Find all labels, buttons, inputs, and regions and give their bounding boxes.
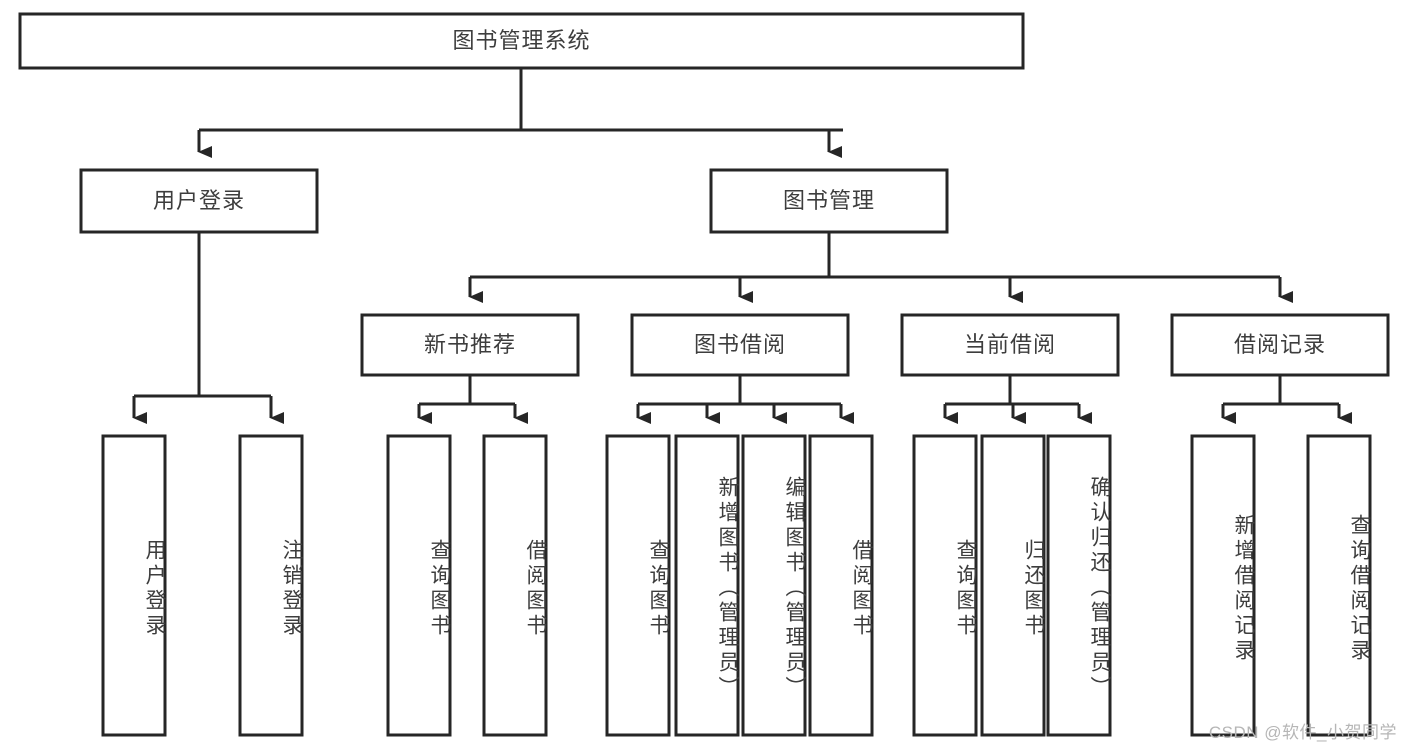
node-box-leaf-borrow-book-recommend (482, 434, 548, 737)
node-box-leaf-query-book-recommend (386, 434, 452, 737)
connector-borrow-records-to-leaves (1221, 375, 1352, 424)
node-box-leaf-query-borrow-record (1306, 434, 1372, 737)
connector-new-book-recommend-to-leaves (417, 375, 528, 424)
node-box-new-book-recommend (360, 313, 580, 377)
node-box-root (18, 12, 1025, 70)
node-box-borrow-records (1170, 313, 1390, 377)
node-box-leaf-edit-book-admin (741, 434, 807, 737)
node-box-leaf-confirm-return-admin (1046, 434, 1112, 737)
node-box-leaf-logout (238, 434, 304, 737)
node-box-current-borrow (900, 313, 1120, 377)
node-box-book-borrow (630, 313, 850, 377)
node-box-leaf-borrow-book (808, 434, 874, 737)
connector-user-login-to-leaves (132, 232, 284, 424)
node-box-leaf-user-login (101, 434, 167, 737)
node-box-leaf-add-book-admin (674, 434, 740, 737)
watermark-text: CSDN @软件_小贺同学 (1208, 723, 1397, 742)
node-box-leaf-return-book (980, 434, 1046, 737)
node-rectangles (18, 12, 1390, 737)
connector-book-management-to-level2 (468, 232, 1293, 303)
node-box-user-login (79, 168, 319, 234)
node-box-leaf-query-book-current (912, 434, 978, 737)
connector-current-borrow-to-leaves (943, 375, 1092, 424)
node-box-leaf-add-borrow-record (1190, 434, 1256, 737)
connector-book-borrow-to-leaves (636, 375, 854, 424)
node-box-book-management (709, 168, 949, 234)
connector-root-to-level1 (197, 68, 843, 158)
node-box-leaf-query-book-borrow (605, 434, 671, 737)
